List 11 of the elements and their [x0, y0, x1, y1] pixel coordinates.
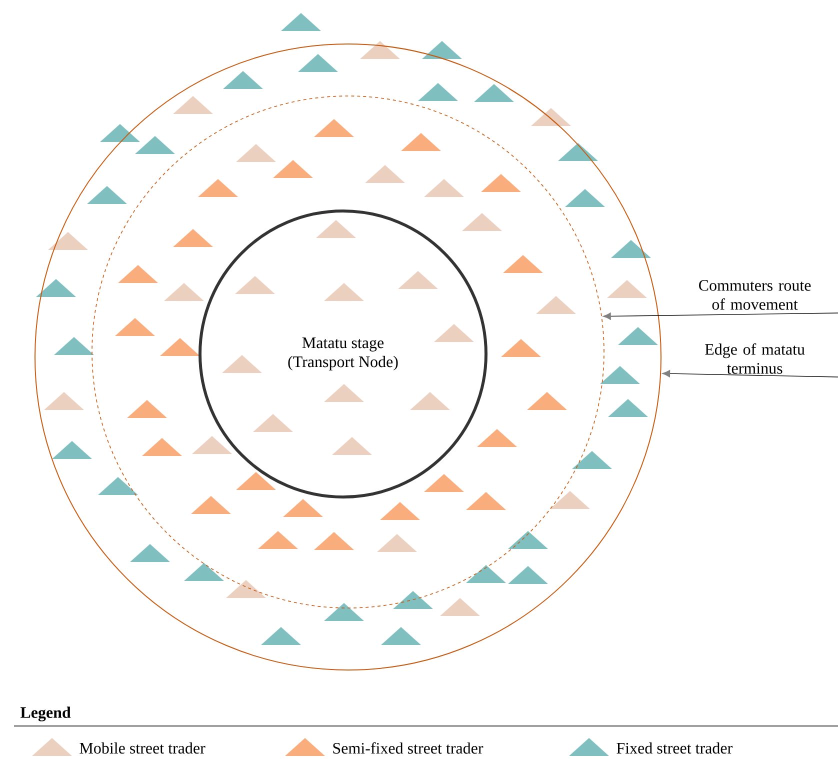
- annotation-text: Edge of matatu terminus: [705, 343, 805, 374]
- circle-outline: [34, 44, 662, 670]
- legend-label: Semi-fixed street trader: [333, 742, 484, 754]
- legend-label: Mobile street trader: [80, 742, 206, 754]
- legend-label: Fixed street trader: [616, 742, 732, 754]
- arrow: [662, 370, 838, 378]
- circle-outline: Matatu stage (Transport Node): [198, 210, 488, 498]
- legend-title: Legend: [20, 706, 71, 722]
- arrow: [602, 312, 838, 320]
- annotation-text: Commuters route of movement: [699, 280, 811, 310]
- circle-outline: [92, 96, 604, 608]
